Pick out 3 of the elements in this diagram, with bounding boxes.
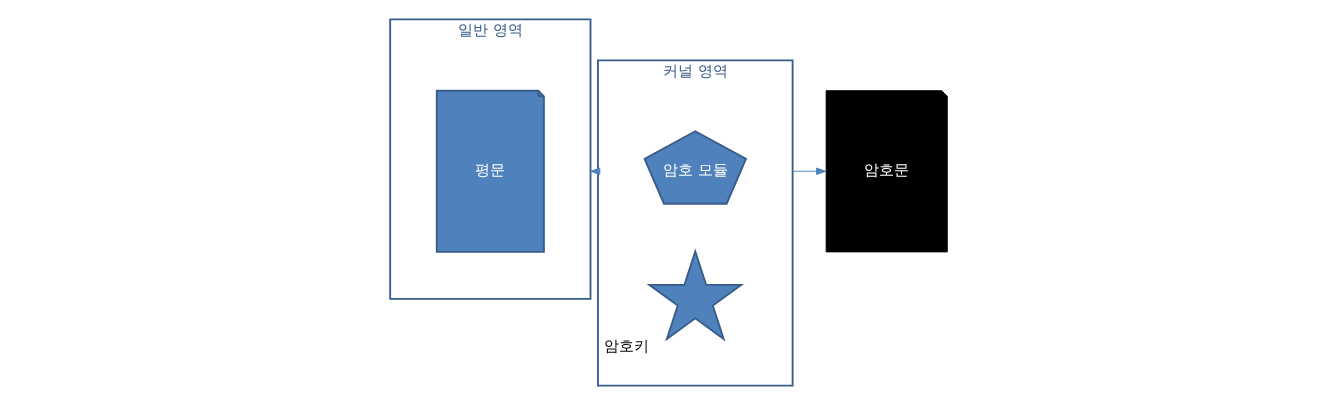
- arrow: [792, 167, 827, 175]
- node-label: 암호키: [604, 336, 650, 355]
- node-star: [646, 248, 745, 342]
